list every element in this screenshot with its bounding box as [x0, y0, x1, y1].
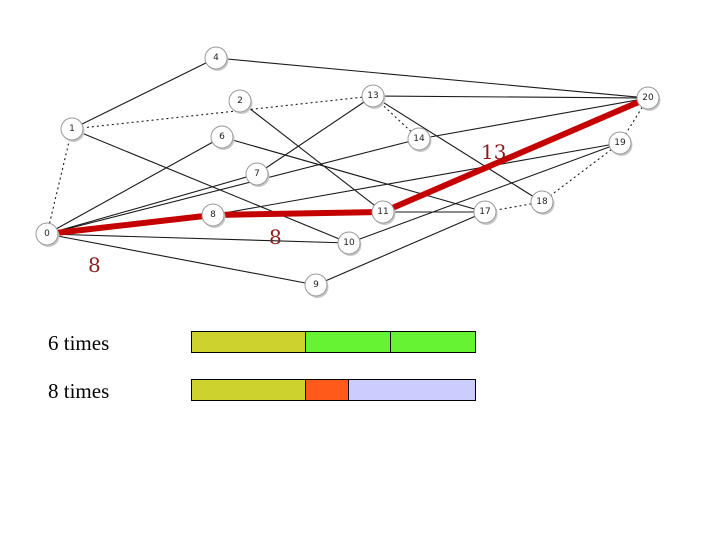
edge-0-10	[46, 233, 350, 244]
legend-label-8-times: 8 times	[48, 379, 110, 403]
weights-layer: 8 8 13	[88, 140, 506, 277]
edge-6-0	[46, 136, 223, 235]
node-17: 17	[473, 200, 498, 225]
node-1: 1	[60, 117, 85, 142]
node-10: 10	[337, 231, 362, 256]
edge-14-0	[46, 138, 420, 235]
node-circle	[636, 86, 660, 110]
edge-4-20	[215, 57, 649, 99]
legend-segment-1-1	[305, 380, 348, 400]
node-label: 0	[44, 229, 50, 239]
node-label: 9	[313, 280, 319, 290]
weight-label-11-20: 13	[481, 140, 506, 164]
legend-segment-0-2	[390, 332, 475, 352]
node-circle	[245, 162, 269, 186]
node-circle	[228, 89, 252, 113]
node-13: 13	[361, 84, 386, 109]
node-circle	[608, 131, 632, 155]
edge-1-0	[46, 128, 73, 235]
node-circle	[473, 200, 497, 224]
node-circle	[201, 203, 225, 227]
path-edge-8-11	[210, 209, 386, 218]
legend-segment-0-1	[305, 332, 391, 352]
node-label: 18	[536, 197, 548, 207]
highlighted-path-layer	[44, 95, 651, 237]
node-circle	[35, 222, 59, 246]
node-label: 14	[413, 134, 425, 144]
node-circle	[371, 200, 395, 224]
node-circle	[210, 125, 234, 149]
node-7: 7	[245, 162, 270, 187]
node-circle	[407, 127, 431, 151]
edge-6-17	[221, 136, 486, 213]
nodes-layer: 0 1 2 4 6 7 8 9 10 11 13 14 17 18 19 20	[35, 46, 661, 298]
node-18: 18	[530, 190, 555, 215]
node-circle	[361, 84, 385, 108]
legend-segment-0-0	[192, 332, 306, 352]
edge-2-11	[239, 100, 384, 213]
node-20: 20	[636, 86, 661, 111]
node-0: 0	[35, 222, 60, 247]
node-8: 8	[201, 203, 226, 228]
edge-1-4	[71, 57, 217, 130]
node-2: 2	[228, 89, 253, 114]
edge-1-10	[71, 128, 350, 244]
node-6: 6	[210, 125, 235, 150]
legend-bar-6-times	[191, 331, 476, 353]
weight-label-0-8: 8	[88, 253, 101, 277]
node-label: 1	[69, 124, 75, 134]
edge-14-20	[418, 97, 649, 140]
node-label: 4	[213, 53, 219, 63]
node-11: 11	[371, 200, 396, 225]
node-label: 2	[237, 96, 243, 106]
edge-1-13	[71, 95, 374, 130]
node-label: 7	[254, 169, 260, 179]
node-label: 11	[377, 207, 388, 217]
node-label: 6	[219, 132, 225, 142]
node-circle	[60, 117, 84, 141]
edge-9-17	[315, 211, 486, 286]
node-circle	[304, 273, 328, 297]
node-label: 19	[614, 138, 626, 148]
node-circle	[204, 46, 228, 70]
path-edge-0-8	[44, 212, 216, 237]
edge-18-19	[541, 142, 621, 203]
node-label: 8	[210, 210, 216, 220]
legend-bar-8-times	[191, 379, 476, 401]
edge-13-18	[372, 95, 543, 203]
node-circle	[530, 190, 554, 214]
edges-layer	[46, 57, 649, 286]
node-circle	[337, 231, 361, 255]
weight-label-8-11: 8	[269, 225, 282, 249]
legend-label-6-times: 6 times	[48, 331, 110, 355]
node-9: 9	[304, 273, 329, 298]
edge-13-20	[372, 95, 649, 99]
edge-10-19	[348, 142, 621, 244]
legend-segment-1-0	[192, 380, 306, 400]
edge-0-9	[46, 233, 317, 286]
edge-13-7	[256, 95, 374, 175]
edge-7-0	[46, 173, 258, 235]
legend-segment-1-2	[347, 380, 475, 400]
node-14: 14	[407, 127, 432, 152]
node-label: 20	[642, 93, 654, 103]
node-19: 19	[608, 131, 633, 156]
node-label: 13	[367, 91, 378, 101]
node-4: 4	[204, 46, 229, 71]
path-edge-11-20	[380, 95, 651, 215]
edge-19-20	[619, 97, 649, 144]
node-label: 10	[343, 238, 355, 248]
node-label: 17	[479, 207, 490, 217]
edge-8-19	[212, 142, 621, 216]
